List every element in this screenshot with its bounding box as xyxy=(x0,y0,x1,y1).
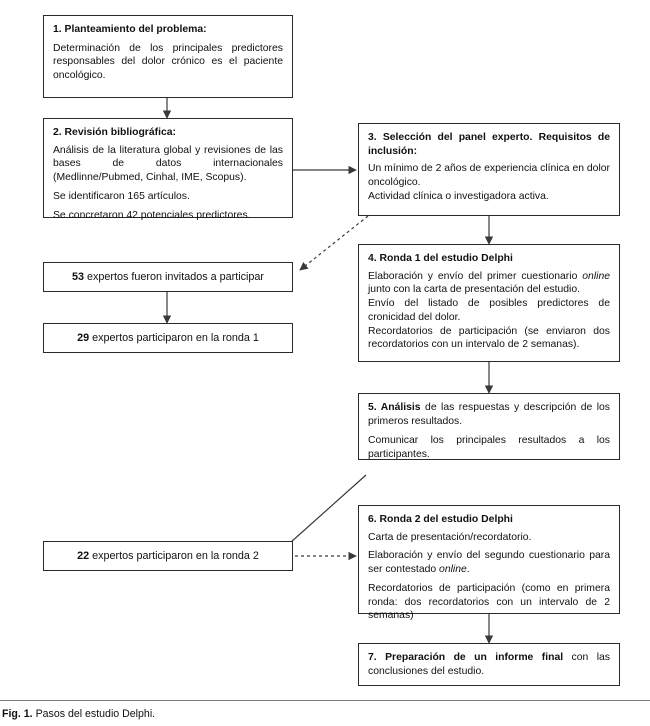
node-step3[interactable]: 3. Selección del panel experto. Requisit… xyxy=(358,123,620,216)
node-step6-body-3: Recordatorios de participación (como en … xyxy=(368,582,610,622)
node-step2-title: 2. Revisión bibliográfica: xyxy=(53,127,176,138)
node-step7-title: 7. Preparación de un informe final con l… xyxy=(368,652,611,677)
node-step7[interactable]: 7. Preparación de un informe final con l… xyxy=(358,643,620,686)
node-step2-body-2: Se identificaron 165 artículos. xyxy=(53,190,190,202)
round1-label: expertos participaron en la ronda 1 xyxy=(92,332,259,344)
round1-count: 29 xyxy=(77,332,90,344)
round2-label: expertos participaron en la ronda 2 xyxy=(92,550,259,562)
node-step6-body-1: Carta de presentación/recordatorio. xyxy=(368,531,532,543)
node-step6-title: 6. Ronda 2 del estudio Delphi xyxy=(368,514,513,525)
invited-label: expertos fueron invitados a participar xyxy=(86,271,265,283)
figure-caption: Fig. 1. Pasos del estudio Delphi. xyxy=(2,708,155,720)
caption-divider xyxy=(0,700,650,701)
node-invited-experts[interactable]: 53 expertos fueron invitados a participa… xyxy=(43,262,293,292)
node-step1-body: Determinación de los principales predict… xyxy=(53,42,283,82)
node-step4-body-2: Envío del listado de posibles predictore… xyxy=(368,298,610,323)
node-step5-body-1: Comunicar los principales resultados a l… xyxy=(368,435,610,461)
connector-step5-to-round2 xyxy=(280,474,367,552)
emphasis-online: online xyxy=(439,564,467,576)
node-step4[interactable]: 4. Ronda 1 del estudio Delphi Elaboració… xyxy=(358,244,620,362)
round2-count: 22 xyxy=(77,550,90,562)
node-step3-title: 3. Selección del panel experto. Requisit… xyxy=(368,132,610,157)
node-step4-body-3: Recordatorios de participación (se envia… xyxy=(368,325,610,351)
node-step1[interactable]: 1. Planteamiento del problema: Determina… xyxy=(43,15,293,98)
node-step2-body-1: Análisis de la literatura global y revis… xyxy=(53,144,283,184)
invited-count: 53 xyxy=(71,271,84,283)
node-step1-title: 1. Planteamiento del problema: xyxy=(53,24,207,35)
emphasis-online: online xyxy=(582,270,610,282)
node-step4-body-1: Elaboración y envío del primer cuestiona… xyxy=(368,270,610,296)
node-step3-body-2: Actividad clínica o investigadora activa… xyxy=(368,190,549,202)
node-step2-body-3: Se concretaron 42 potenciales predictore… xyxy=(53,209,251,221)
node-step6[interactable]: 6. Ronda 2 del estudio Delphi Carta de p… xyxy=(358,505,620,621)
node-round2-experts[interactable]: 22 expertos participaron en la ronda 2 xyxy=(43,541,293,571)
node-step4-title: 4. Ronda 1 del estudio Delphi xyxy=(368,253,513,264)
figure-label: Fig. 1. xyxy=(2,708,33,720)
node-round1-experts[interactable]: 29 expertos participaron en la ronda 1 xyxy=(43,323,293,353)
node-step3-body-1: Un mínimo de 2 años de experiencia clíni… xyxy=(368,163,611,189)
node-step5[interactable]: 5. Análisis de las respuestas y descripc… xyxy=(358,393,620,460)
figure-caption-text: Pasos del estudio Delphi. xyxy=(35,708,156,720)
node-step6-body-2: Elaboración y envío del segundo cuestion… xyxy=(368,550,610,576)
node-step5-title: 5. Análisis de las respuestas y descripc… xyxy=(368,402,610,427)
node-step2[interactable]: 2. Revisión bibliográfica: Análisis de l… xyxy=(43,118,293,221)
